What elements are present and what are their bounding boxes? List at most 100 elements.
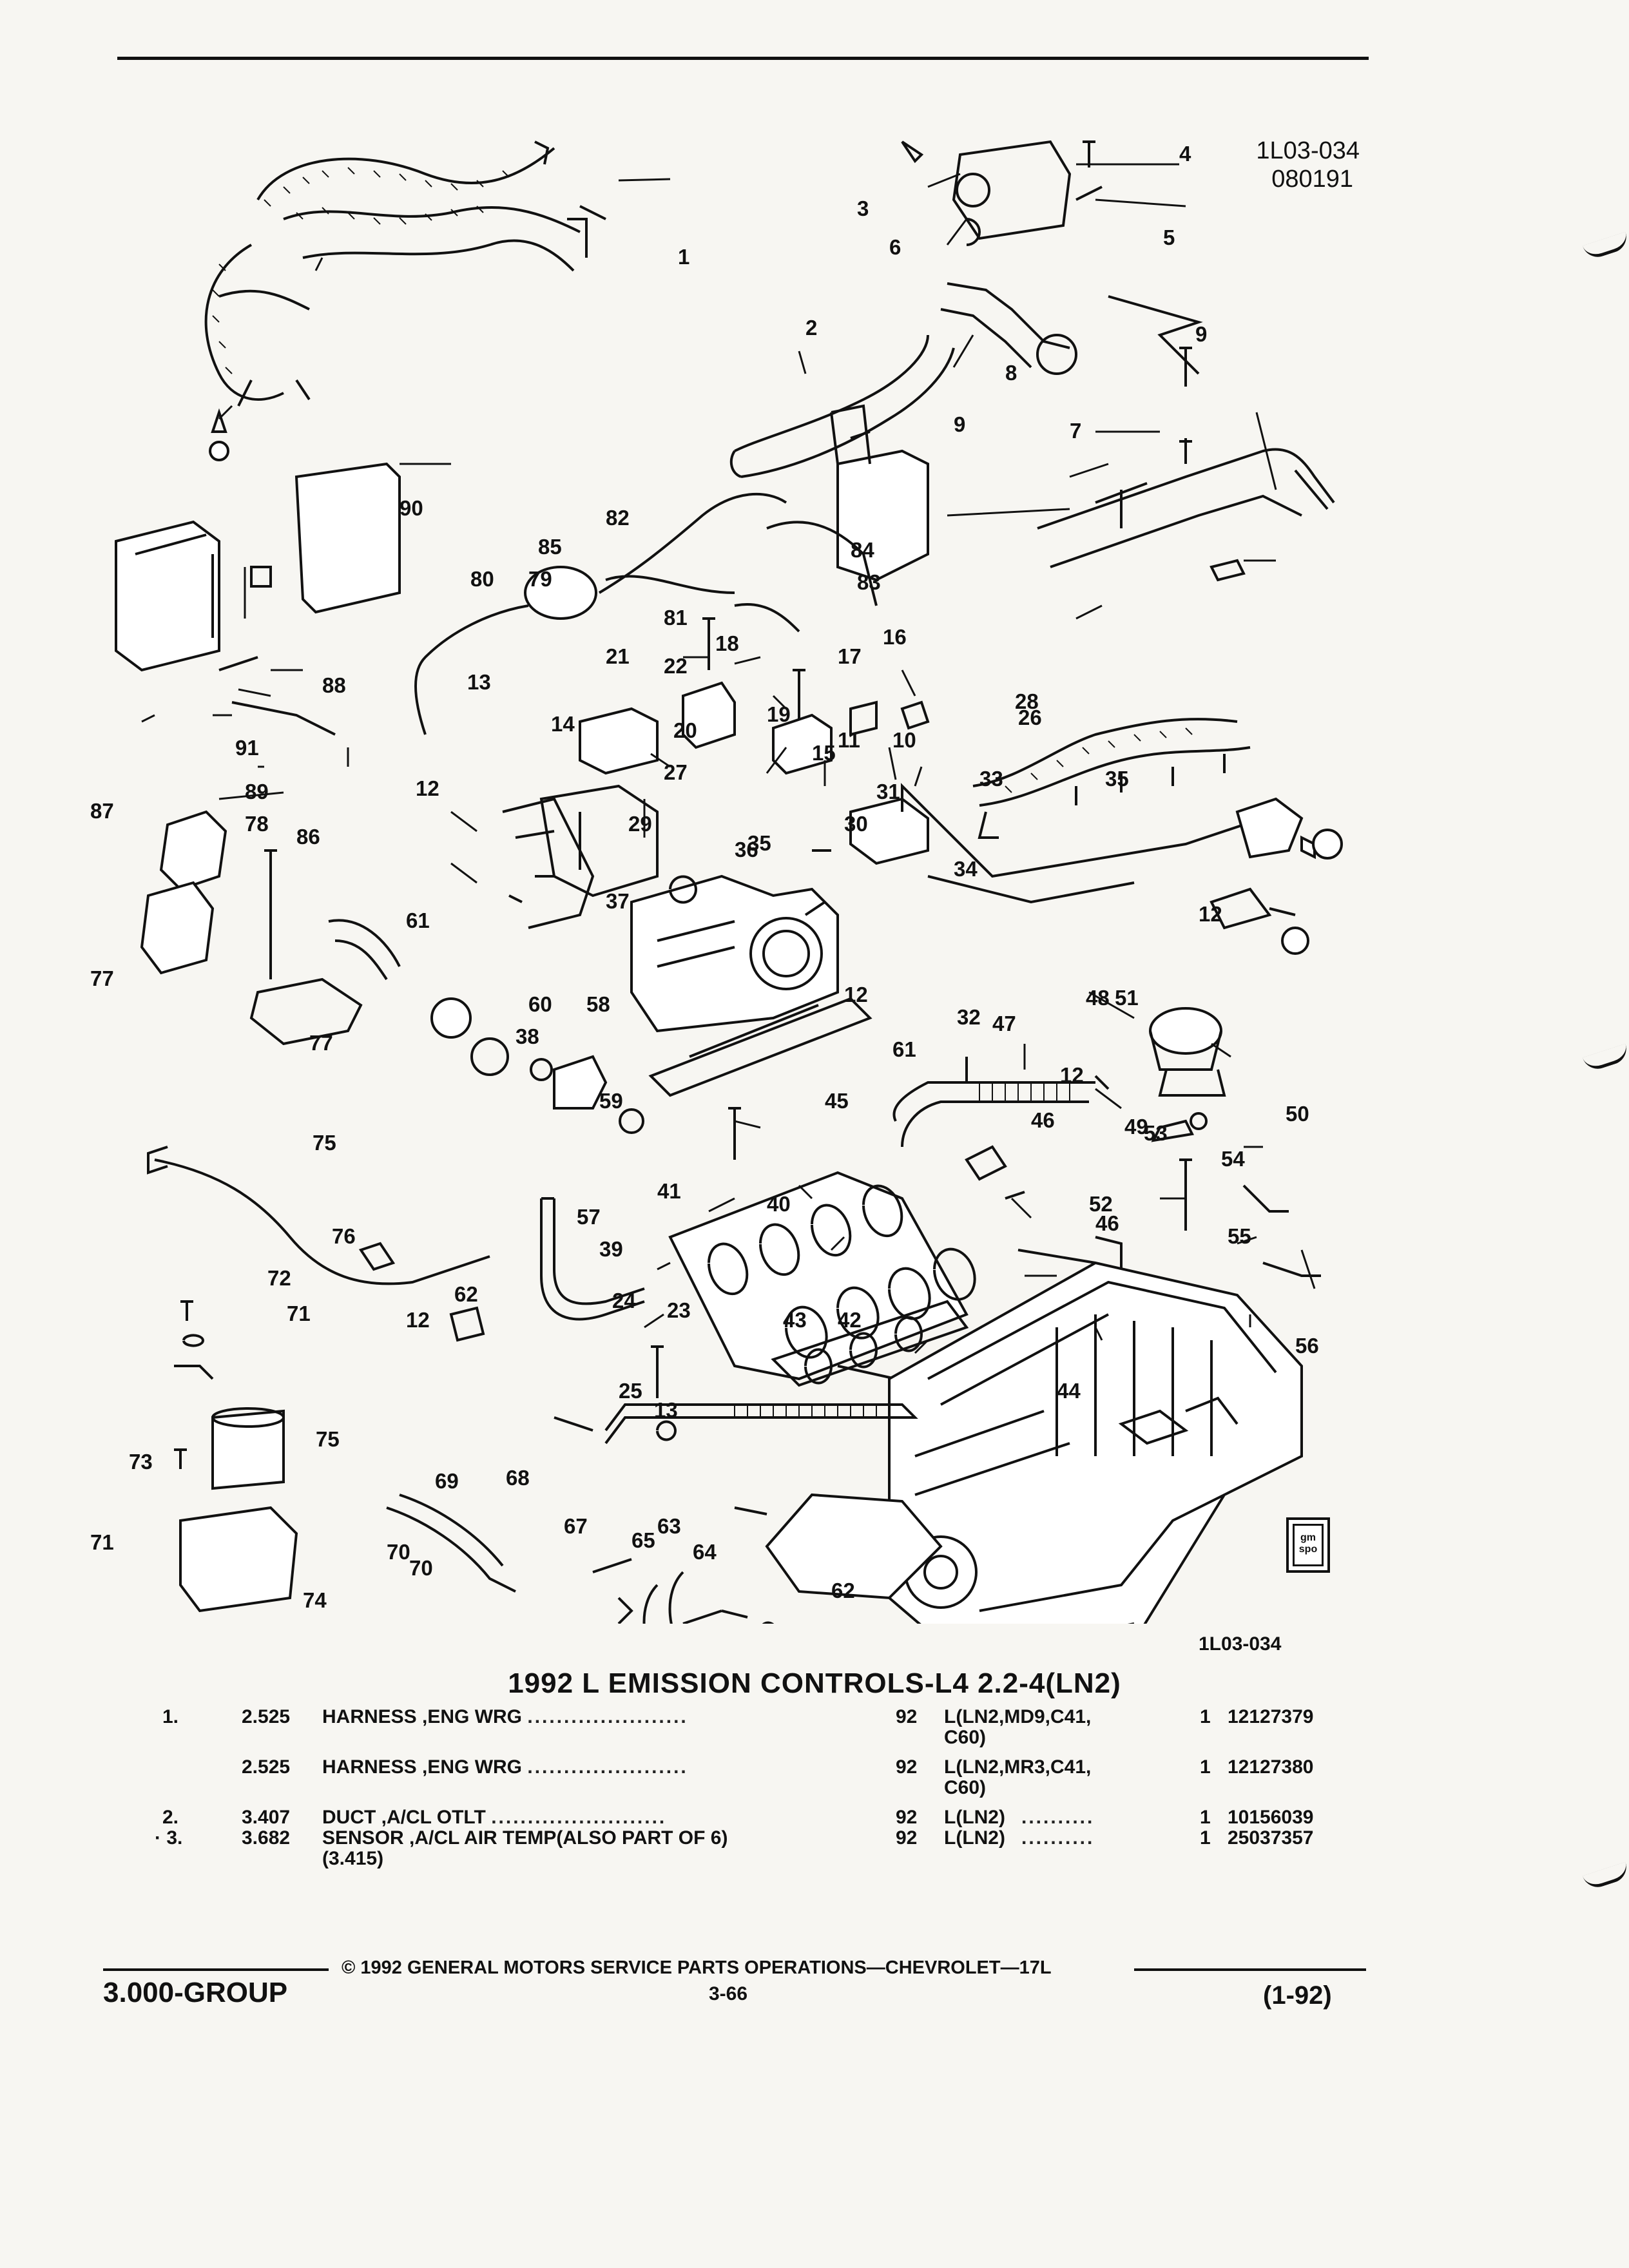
callout-label: 65 [631,1528,655,1552]
engine-wiring-harness [204,140,606,407]
callout-label: 2 [805,316,817,340]
callout-label: 4 [1179,142,1191,166]
row-item: 1. [162,1706,179,1727]
row-leader-dots: ...................... [527,1706,688,1727]
callout-label: 20 [673,718,697,742]
footer-group: 3.000-GROUP [103,1977,288,2008]
callout-label: 15 [812,741,836,765]
callout-label: 61 [892,1037,916,1061]
row-version: 2.525 [242,1706,291,1727]
callout-label: 62 [831,1579,855,1602]
callout-label: 18 [715,631,739,655]
callout-label: 70 [409,1556,433,1580]
callout-label: 9 [1195,322,1207,346]
callout-label: 8 [1005,361,1017,385]
callout-label: 80 [470,567,494,591]
binding-mark [1582,231,1629,262]
row-application: L(LN2) .......... [944,1829,1215,1848]
row-description: DUCT ,A/CL OTLT ........................ [322,1808,851,1827]
callout-label: 85 [538,535,562,559]
row-description-text: HARNESS ,ENG WRG [322,1706,523,1727]
binding-mark [1582,1043,1629,1073]
row-application: L(LN2,MD9,C41, [944,1706,1092,1727]
air-intake-duct [729,140,1103,478]
egr-valve [1149,1007,1321,1277]
callout-label: 88 [322,673,346,697]
egr-pipe [892,1057,1110,1200]
callout-label: 68 [506,1466,530,1490]
callout-label: 56 [1295,1334,1319,1358]
callout-label: 42 [838,1308,862,1332]
row-part-number: 12127380 [1228,1756,1314,1778]
row-description-cont: (3.415) [322,1848,384,1869]
row-application: L(LN2,MR3,C41, [944,1756,1092,1778]
footer-revision: (1-92) [1263,1981,1332,2010]
callout-label: 52 [1089,1192,1113,1216]
callout-label: 61 [406,908,430,932]
gm-spo-logo-text: gm spo [1293,1524,1324,1566]
footer-copyright: © 1992 GENERAL MOTORS SERVICE PARTS OPER… [342,1957,1052,1978]
callout-label: 21 [606,644,630,668]
top-rule [117,57,1369,60]
callout-label: 11 [838,728,860,752]
callout-label: 81 [664,606,688,629]
callout-label: 70 [387,1540,410,1564]
callout-label: 76 [332,1224,356,1248]
row-part-number: 10156039 [1228,1807,1314,1828]
callout-label: 12 [416,776,439,800]
callout-label: 35 [747,831,771,855]
callout-label: 89 [245,780,269,803]
callout-label: 12 [844,983,868,1006]
callout-label: 3 [857,197,869,220]
callout-label: 77 [309,1031,333,1055]
row-description-text: DUCT ,A/CL OTLT [322,1807,486,1828]
exploded-parts-diagram: 1 2 3 4 5 6 7 8 9 9 10 11 12 12 12 12 12… [90,140,1343,1624]
callout-label: 9 [954,412,965,436]
callout-label: 35 [1105,767,1129,791]
callout-label: 43 [783,1308,807,1332]
row-version: 3.682 [242,1827,291,1849]
callout-label: 19 [767,702,791,726]
intake-manifold [648,997,1096,1387]
callout-label: 25 [619,1379,642,1403]
figure-id: 1L03-034 [1256,137,1360,164]
callout-label: 29 [628,812,652,836]
callout-label: 27 [664,760,688,784]
row-qty: 1 [1200,1827,1211,1849]
throttle-body-assembly [539,617,1244,1033]
sensors-right [1210,797,1343,955]
row-part-number: 25037357 [1228,1827,1314,1849]
footer-rule-right [1134,1968,1366,1971]
lower-middle-components [386,1345,943,1624]
callout-label: 78 [245,812,269,836]
row-year: 92 [896,1756,918,1778]
callout-label: 91 [235,736,259,760]
footer-page: 3-66 [709,1983,748,2004]
row-description: HARNESS ,ENG WRG ...................... [322,1707,851,1727]
callout-label: 73 [129,1450,153,1474]
callout-label: 58 [586,992,610,1016]
ecm-and-bracket [115,408,401,736]
row-application-text: L(LN2) [944,1807,1005,1828]
footer-rule-left [103,1968,329,1971]
callout-label: 33 [979,767,1003,791]
row-version: 3.407 [242,1807,291,1828]
callout-label: 82 [606,506,630,530]
callout-label: 45 [825,1089,849,1113]
row-leader-dots: ........................ [491,1807,667,1828]
row-version: 2.525 [242,1756,291,1778]
row-leader-dots: .......... [1021,1807,1095,1828]
callout-label: 22 [664,654,688,678]
callout-label: 54 [1221,1147,1245,1171]
callout-label: 87 [90,799,114,823]
row-item: 2. [162,1807,179,1828]
callout-label: 34 [954,857,978,881]
callout-label: 44 [1057,1379,1081,1403]
callout-label: 36 [735,838,758,861]
callout-label: 48 [1086,986,1110,1010]
callout-label: 1 [678,245,689,269]
callout-label: 12 [1199,902,1222,926]
row-application-cont: C60) [944,1777,987,1798]
callout-label: 63 [657,1514,681,1538]
callout-label: 84 [851,538,874,562]
